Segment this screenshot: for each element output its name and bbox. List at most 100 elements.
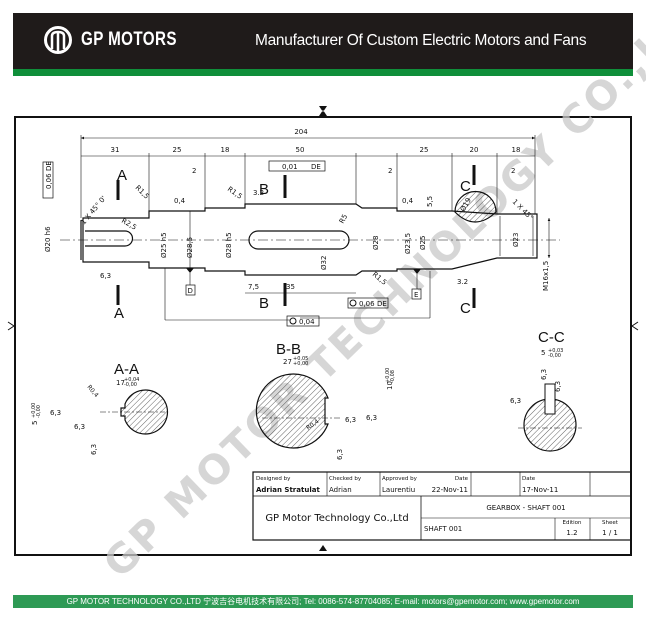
- tagline: Manufacturer Of Custom Electric Motors a…: [255, 32, 587, 49]
- gdt-left-value: 0,06: [45, 173, 53, 189]
- dimension-lines: [80, 135, 551, 321]
- gdt-left-ref: DE: [45, 161, 53, 171]
- shaft-outline: [82, 203, 538, 276]
- dim-groove: 5,5: [426, 196, 434, 207]
- top-center-mark: [319, 106, 327, 116]
- section-a-a: A-A 17 +0,04 -0,00 5 +0,00 -0,00 R0,4 6,…: [31, 361, 169, 455]
- date-label: Date: [455, 476, 469, 482]
- brand-logo: GP MOTORS: [43, 25, 201, 55]
- sheet: 1 / 1: [602, 529, 618, 537]
- gdt-frames: 0,06 DE 0,01 DE 0,04 0,06 DE: [42, 160, 389, 327]
- gdt-right-value: 0,06: [359, 300, 375, 308]
- groove-c: [454, 190, 497, 223]
- company-name: GP Motor Technology Co.,Ltd: [265, 513, 408, 524]
- keyway-a: [85, 230, 134, 247]
- drawing-frame: [14, 116, 632, 556]
- section-c-c-width: 5: [541, 349, 545, 357]
- rough-e: 3.2: [457, 278, 468, 286]
- section-c-c: C-C 5 +0,03 -0,00 6,3 6,3 6,3: [510, 329, 582, 452]
- dim-d23: Ø23: [512, 233, 520, 247]
- gdt-top-ref: DE: [311, 163, 321, 171]
- svg-text:+0,00: +0,00: [293, 361, 308, 367]
- section-a-a-radius: R0,4: [85, 384, 99, 399]
- drawing-title: GEARBOX - SHAFT 001: [486, 504, 565, 512]
- bottom-center-mark: [319, 545, 327, 551]
- dim-thread: M16x1,5: [542, 261, 550, 291]
- left-center-mark: [7, 321, 15, 331]
- dim-seg-4: 50: [296, 146, 305, 154]
- svg-text:6,3: 6,3: [336, 449, 344, 460]
- section-b-b-title: B-B: [276, 341, 301, 358]
- rough-c: 6,3: [100, 272, 111, 280]
- svg-text:6,3: 6,3: [50, 409, 61, 417]
- gdt-top-value: 0,01: [282, 163, 298, 171]
- svg-text:+0,05: +0,05: [293, 356, 308, 362]
- svg-text:+0,00: +0,00: [385, 368, 391, 383]
- svg-text:+0,03: +0,03: [548, 348, 563, 354]
- dim-d23-5: Ø23,5: [404, 233, 412, 254]
- header-accent-strip: [13, 69, 633, 76]
- svg-text:6,3: 6,3: [510, 397, 521, 405]
- sheet-label: Sheet: [602, 520, 619, 526]
- rough-a: 0,4: [174, 197, 186, 205]
- section-b-b-width: 27: [283, 358, 292, 366]
- checked-by-label: Checked by: [329, 476, 362, 482]
- section-mark-c-bottom: C: [460, 300, 471, 317]
- section-cut-lines: [116, 165, 476, 308]
- dim-seg-3: 18: [221, 146, 230, 154]
- dim-seg-5: 25: [420, 146, 429, 154]
- checked-by: Adrian: [329, 486, 352, 494]
- date2-label: Date: [522, 476, 536, 482]
- dim-gap-3: 2: [511, 167, 515, 175]
- dim-overall: 204: [294, 128, 308, 136]
- approved-by: Laurentiu: [382, 486, 415, 494]
- section-mark-c-top: C: [460, 178, 471, 195]
- section-b-b: B-B 27 +0,05 +0,00 10 +0,00 -0,08 R0,4 6…: [255, 341, 396, 460]
- svg-text:6,3: 6,3: [90, 444, 98, 455]
- shaft-main-view: [60, 190, 560, 276]
- svg-text:6,3: 6,3: [540, 369, 548, 380]
- dim-d25: Ø25 h5: [160, 232, 168, 258]
- gdt-bottom-value: 0,04: [299, 318, 315, 326]
- dim-r2-5: R2,5: [120, 217, 138, 232]
- dim-d20: Ø20 h6: [44, 226, 52, 252]
- svg-text:+0,00: +0,00: [31, 403, 37, 418]
- dim-d32: Ø32: [320, 256, 328, 270]
- approved-by-label: Approved by: [382, 476, 418, 482]
- dim-seg-1: 31: [111, 146, 120, 154]
- svg-text:6,3: 6,3: [345, 416, 356, 424]
- section-mark-b-top: B: [259, 181, 269, 198]
- gdt-right-ref: DE: [377, 300, 387, 308]
- drawing-date: 17-Nov-11: [522, 486, 558, 494]
- dim-d28: Ø28: [372, 236, 380, 250]
- dim-gap-2: 2: [388, 167, 392, 175]
- svg-text:6,3: 6,3: [366, 414, 377, 422]
- edition-label: Edition: [562, 520, 582, 526]
- gp-logo-icon: [44, 26, 72, 54]
- rough-b: 3.2: [253, 189, 264, 197]
- dim-key-offset: 7,5: [248, 283, 259, 291]
- svg-text:-0,00: -0,00: [36, 405, 42, 418]
- dim-seg-7: 18: [512, 146, 521, 154]
- dim-seg-6: 20: [470, 146, 479, 154]
- dim-r1-5-b: R1,5: [226, 185, 244, 201]
- svg-text:-0,00: -0,00: [124, 382, 137, 388]
- section-c-c-title: C-C: [538, 329, 565, 346]
- dim-seg-2: 25: [173, 146, 182, 154]
- keyway-b: [248, 230, 350, 250]
- section-mark-a-bottom: A: [114, 305, 124, 322]
- dim-d28h5: Ø28 h5: [225, 232, 233, 258]
- section-a-a-title: A-A: [114, 361, 139, 378]
- approval-date: 22-Nov-11: [432, 486, 468, 494]
- datum-features: D E: [185, 268, 422, 300]
- section-a-a-depth: 5: [31, 421, 39, 425]
- svg-text:+0,04: +0,04: [124, 377, 139, 383]
- svg-text:-0,00: -0,00: [548, 353, 561, 359]
- rough-d: 0,4: [402, 197, 414, 205]
- datum-e: E: [414, 291, 418, 299]
- part-number: SHAFT 001: [424, 525, 462, 533]
- dim-d25b: Ø25: [419, 236, 427, 250]
- dim-key-length: 35: [286, 283, 295, 291]
- section-b-b-depth: 10: [386, 381, 394, 390]
